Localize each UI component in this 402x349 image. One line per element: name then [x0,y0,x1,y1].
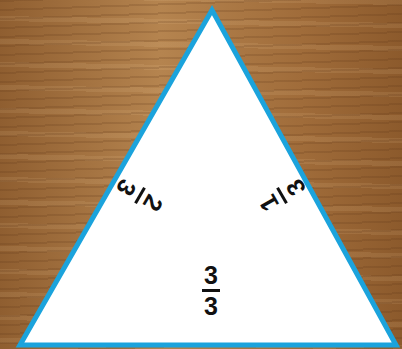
fraction-bar [202,289,220,292]
fraction: 33 [202,263,220,318]
numerator: 3 [204,263,218,287]
denominator: 3 [204,294,218,318]
